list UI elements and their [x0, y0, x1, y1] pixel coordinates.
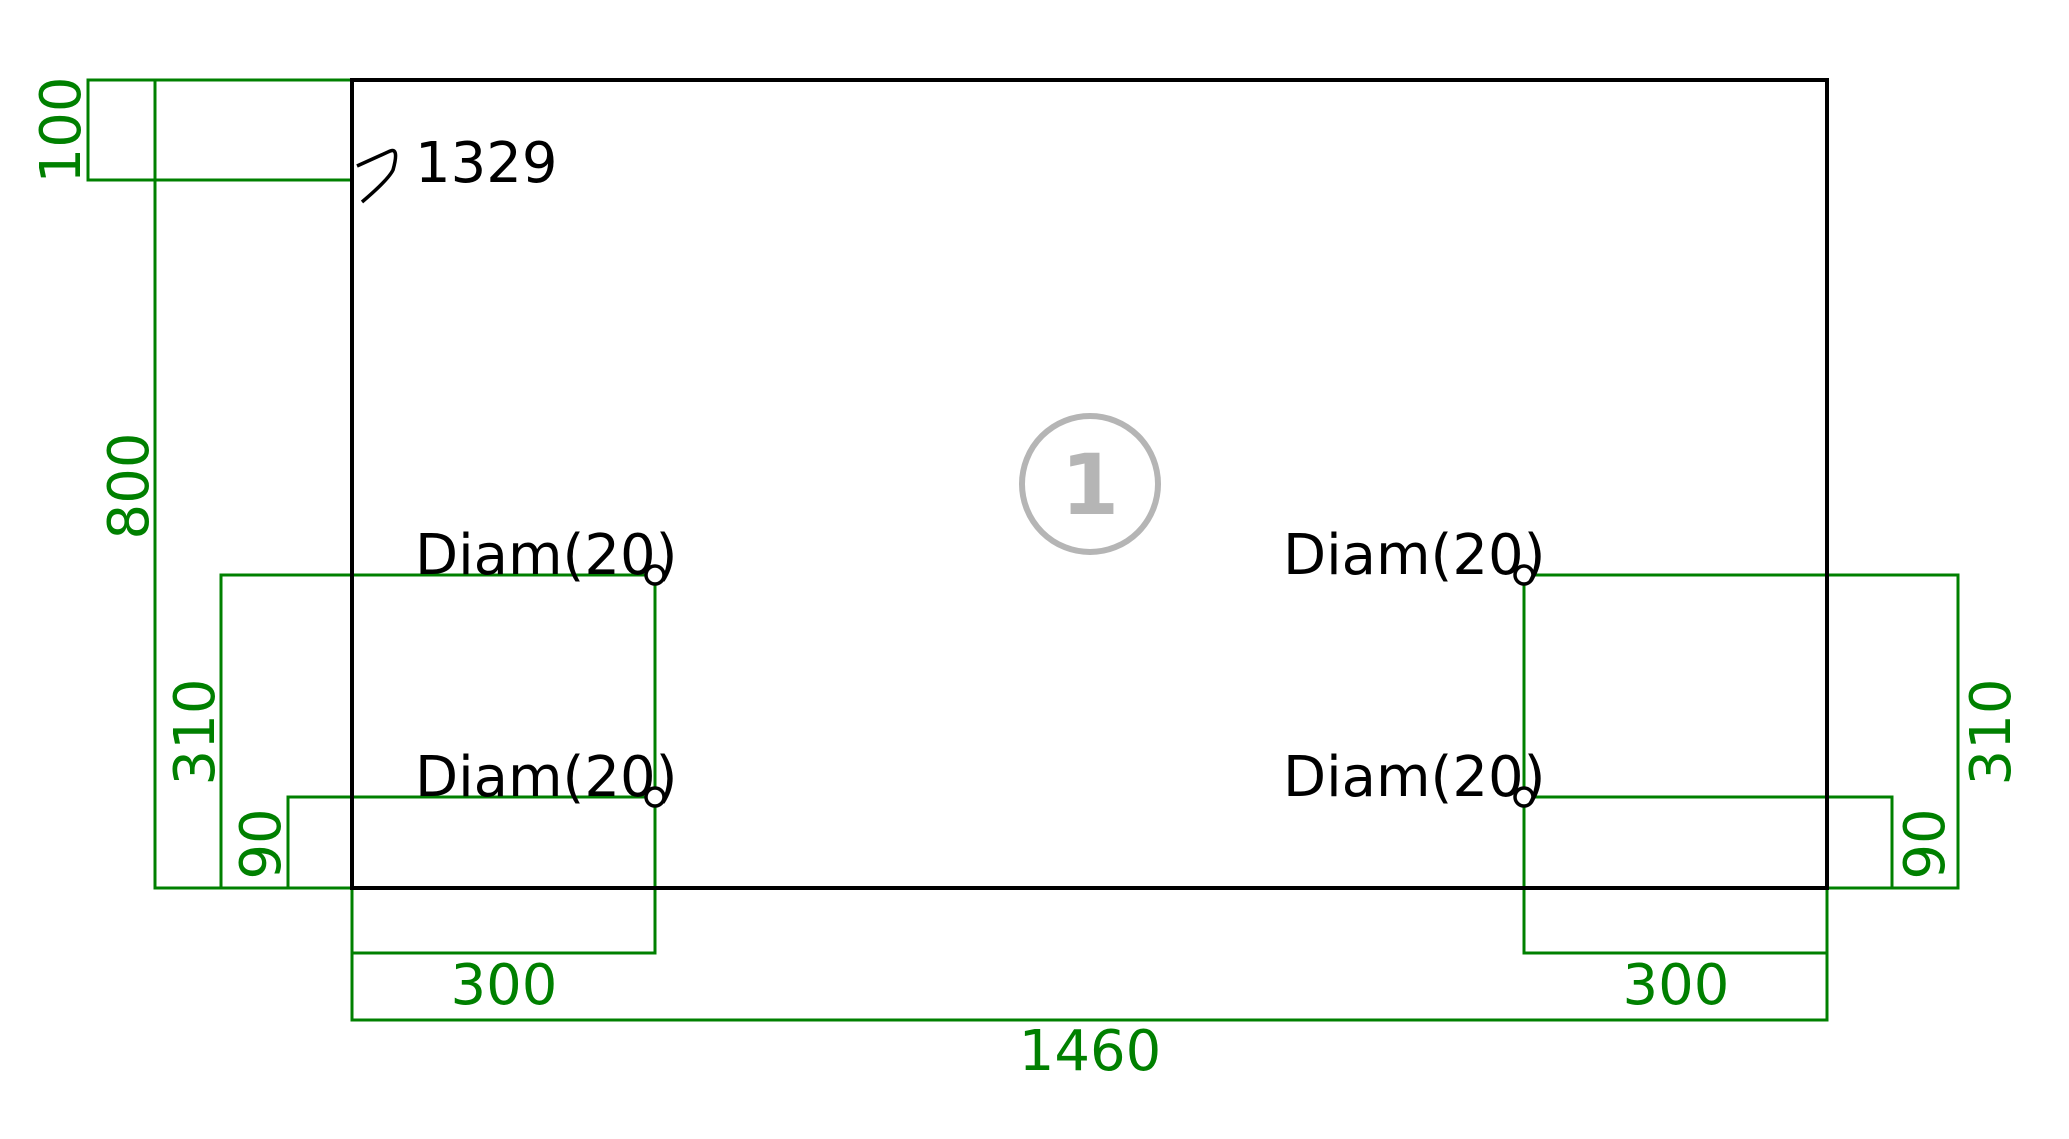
dim-hole-lower-y-right-text: 90: [1893, 808, 1958, 879]
dim-overall-width-text: 1460: [1019, 1019, 1162, 1084]
hole-marker-upper-right: [1513, 564, 1535, 586]
dim-hole-lower-y-right-lines: [1524, 795, 1894, 890]
dim-hole-upper-y-right-text: 310: [1959, 679, 2024, 786]
hole-label-upper-right: Diam(20): [1283, 523, 1546, 588]
dim-edge-offset-lines: [86, 78, 352, 182]
panel-outline: [350, 78, 1829, 890]
dim-hole-x-right-lines: [1522, 575, 1829, 955]
panel-badge: 1: [1019, 413, 1161, 555]
badge-number: 1: [1061, 436, 1119, 534]
holes: Diam(20) Diam(20) Diam(20) Diam(20): [415, 523, 1546, 810]
dim-hole-lower-y-left-lines: [286, 795, 655, 890]
dim-edge-offset-text: 100: [29, 77, 94, 184]
dim-hole-upper-y-left-text: 310: [163, 679, 228, 786]
hole-marker-upper-left: [644, 564, 666, 586]
dim-hole-x-right-text: 300: [1623, 953, 1730, 1018]
hole-marker-lower-left: [644, 786, 666, 808]
dimension-texts: 100 800 310 90 310 90 300 300 1460: [29, 77, 2024, 1084]
dim-hole-lower-y-left-text: 90: [229, 808, 294, 879]
badge-circle: [1019, 413, 1161, 555]
hole-marker-lower-right: [1513, 786, 1535, 808]
dimension-lines: [86, 78, 1960, 1022]
edge-code-label: 1329: [415, 131, 558, 196]
dim-hole-x-left-text: 300: [451, 953, 558, 1018]
edge-marker-icon: [356, 148, 398, 204]
hole-label-upper-left: Diam(20): [415, 523, 678, 588]
dim-overall-height-text: 800: [97, 433, 162, 540]
hole-label-lower-left: Diam(20): [415, 745, 678, 810]
hole-label-lower-right: Diam(20): [1283, 745, 1546, 810]
